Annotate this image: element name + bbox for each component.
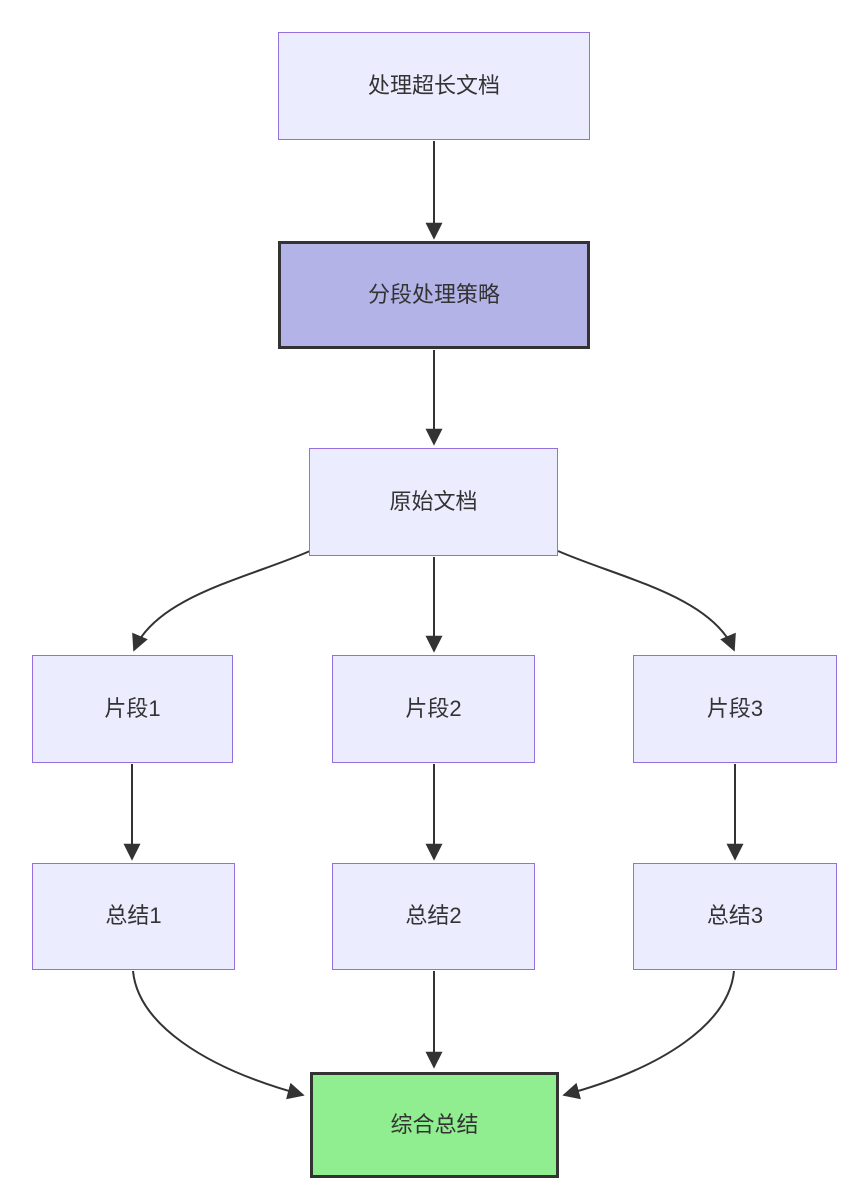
- node-original-document: 原始文档: [309, 448, 558, 556]
- node-label: 原始文档: [389, 488, 478, 514]
- node-chunk-1: 片段1: [32, 655, 233, 763]
- node-label: 分段处理策略: [367, 281, 500, 307]
- edge-e1-f: [132, 970, 305, 1100]
- node-label: 总结1: [105, 903, 162, 929]
- node-chunk-2: 片段2: [332, 655, 535, 763]
- edge-e3-f: [562, 970, 735, 1100]
- node-handle-long-document: 处理超长文档: [278, 32, 590, 140]
- edge-c-d3: [557, 550, 736, 652]
- edge-c-d1: [132, 550, 311, 652]
- node-label: 片段3: [706, 695, 764, 721]
- node-label: 总结3: [706, 903, 764, 929]
- node-summary-3: 总结3: [633, 863, 837, 970]
- node-label: 片段1: [104, 695, 161, 721]
- node-label: 处理超长文档: [367, 72, 500, 98]
- node-summary-2: 总结2: [332, 863, 535, 970]
- node-summary-1: 总结1: [32, 863, 235, 970]
- node-label: 片段2: [405, 695, 462, 721]
- node-label: 总结2: [405, 903, 462, 929]
- node-combined-summary: 综合总结: [310, 1072, 559, 1178]
- node-chunk-3: 片段3: [633, 655, 837, 763]
- node-label: 综合总结: [390, 1111, 479, 1137]
- node-segmentation-strategy: 分段处理策略: [278, 241, 590, 349]
